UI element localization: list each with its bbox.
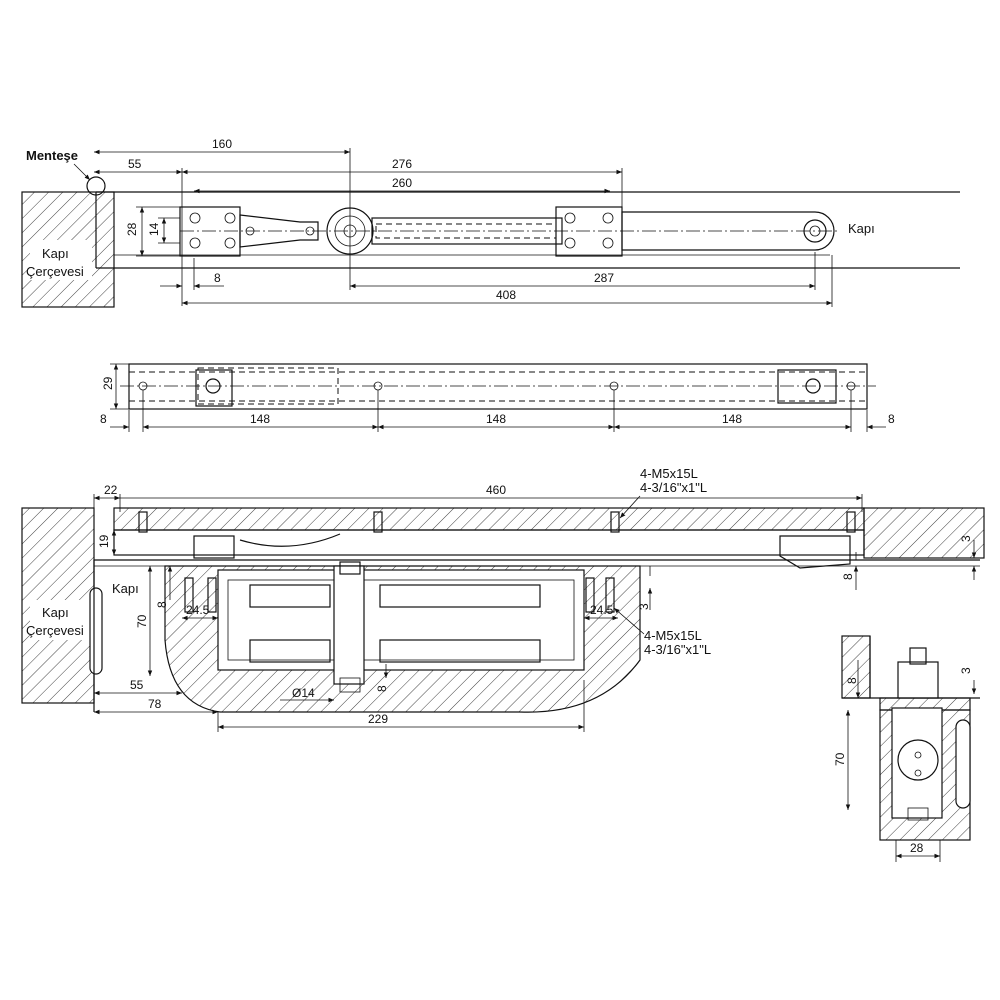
section-view: Kapı Çerçevesi xyxy=(21,466,985,732)
dim-55: 55 xyxy=(128,157,142,171)
dim-29: 29 xyxy=(101,376,115,390)
dim-8-left: 8 xyxy=(100,412,107,426)
side-dim-3: 3 xyxy=(959,667,973,674)
dim-148-a: 148 xyxy=(250,412,270,426)
side-dim-8: 8 xyxy=(845,677,859,684)
right-frame xyxy=(863,507,985,559)
dim-8-center: 8 xyxy=(375,685,389,692)
dim-148-c: 148 xyxy=(722,412,742,426)
screw-note-line1: 4-M5x15L xyxy=(640,466,698,481)
dim-460: 460 xyxy=(486,483,506,497)
side-dim-28: 28 xyxy=(910,841,924,855)
screw-note-line2: 4-3/16"x1"L xyxy=(640,480,707,495)
dim-8-right: 8 xyxy=(841,573,855,580)
dim-3-right: 3 xyxy=(959,535,973,542)
side-dim-70: 70 xyxy=(833,752,847,766)
door-label: Kapı xyxy=(848,221,875,236)
rail-section xyxy=(113,529,865,556)
dim-408: 408 xyxy=(496,288,516,302)
dim-260: 260 xyxy=(392,176,412,190)
hinge-label: Menteşe xyxy=(26,148,78,163)
dim-148-b: 148 xyxy=(486,412,506,426)
arm-base-plate xyxy=(179,206,241,257)
closer-body xyxy=(217,569,585,671)
dim-22: 22 xyxy=(104,483,118,497)
dim-phi14: Ø14 xyxy=(292,686,315,700)
slide-arm xyxy=(621,211,835,251)
dim-55-section: 55 xyxy=(130,678,144,692)
dim-24-5-right: 24.5 xyxy=(590,603,614,617)
rail-body xyxy=(128,363,868,410)
side-closer-body xyxy=(891,707,943,819)
rail-view: 29 8 148 148 148 8 xyxy=(100,363,895,432)
dim-229: 229 xyxy=(368,712,388,726)
dim-78: 78 xyxy=(148,697,162,711)
section-frame-label-line1: Kapı xyxy=(42,605,69,620)
hinge-leaf xyxy=(89,587,103,675)
dim-28: 28 xyxy=(125,222,139,236)
dim-24-5-left: 24.5 xyxy=(186,603,210,617)
top-view: Kapı Çerçevesi Menteşe Kapı xyxy=(21,137,960,308)
dim-287: 287 xyxy=(594,271,614,285)
dim-276: 276 xyxy=(392,157,412,171)
frame-label-line2: Çerçevesi xyxy=(26,264,84,279)
arm-end-plate xyxy=(555,206,623,257)
side-hinge xyxy=(955,719,971,809)
dim-8-right: 8 xyxy=(888,412,895,426)
section-frame-label-line2: Çerçevesi xyxy=(26,623,84,638)
screw-note2-line2: 4-3/16"x1"L xyxy=(644,642,711,657)
top-header xyxy=(113,507,865,531)
dim-14: 14 xyxy=(147,222,161,236)
dim-8: 8 xyxy=(214,271,221,285)
dim-8-left: 8 xyxy=(155,601,169,608)
dim-160: 160 xyxy=(212,137,232,151)
frame-label-line1: Kapı xyxy=(42,246,69,261)
dim-70: 70 xyxy=(135,614,149,628)
side-frame-top xyxy=(841,635,871,699)
dim-3-mid: 3 xyxy=(637,603,651,610)
section-door-label: Kapı xyxy=(112,581,139,596)
dim-19: 19 xyxy=(97,534,111,548)
screw-note2-line1: 4-M5x15L xyxy=(644,628,702,643)
side-view: 8 3 70 28 xyxy=(833,635,980,862)
